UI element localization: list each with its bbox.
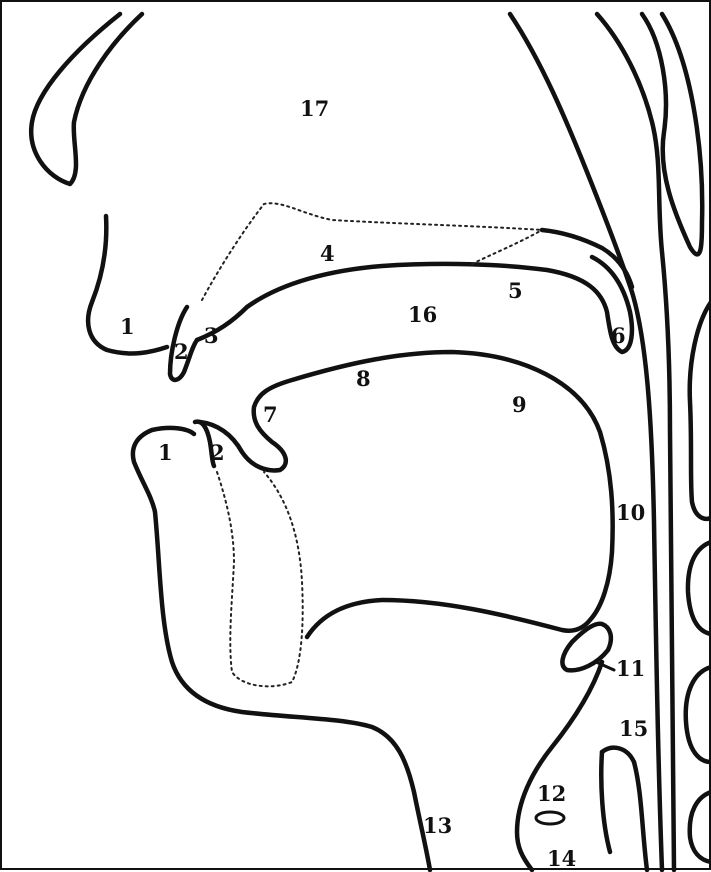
- pharynx-inner-wall-2: [601, 752, 610, 852]
- velum-dotted: [472, 230, 542, 264]
- label-13: 13: [423, 813, 452, 838]
- vertebra-4: [690, 792, 711, 862]
- vocal-folds-shape: [536, 812, 564, 824]
- spine-outline-top: [642, 14, 702, 254]
- nasal-cavity-dotted: [202, 203, 542, 300]
- tongue-outline: [200, 352, 613, 637]
- label-5: 5: [508, 278, 523, 303]
- larynx-front-outline: [517, 662, 602, 870]
- label-6: 6: [611, 323, 626, 348]
- nose-outline: [31, 14, 142, 184]
- lower-lip-outline: [133, 428, 430, 870]
- label-9: 9: [512, 392, 527, 417]
- label-4: 4: [320, 241, 335, 266]
- vertebra-1: [690, 302, 711, 519]
- label-16: 16: [408, 302, 437, 327]
- label-2-upper: 2: [174, 339, 189, 364]
- label-11: 11: [616, 656, 645, 681]
- label-10: 10: [616, 500, 645, 525]
- label-1-upper: 1: [120, 314, 135, 339]
- label-17: 17: [300, 96, 329, 121]
- pharynx-back-outline: [510, 14, 662, 870]
- label-14: 14: [547, 846, 576, 871]
- mandible-dotted: [217, 472, 303, 686]
- label-15: 15: [619, 716, 648, 741]
- vertebra-3: [686, 667, 711, 762]
- vertebra-2: [688, 542, 711, 634]
- label-12: 12: [537, 781, 566, 806]
- label-3: 3: [204, 323, 219, 348]
- label-2-lower: 2: [210, 440, 225, 465]
- label-7: 7: [263, 402, 278, 427]
- label-1-lower: 1: [158, 440, 173, 465]
- label-8: 8: [356, 366, 371, 391]
